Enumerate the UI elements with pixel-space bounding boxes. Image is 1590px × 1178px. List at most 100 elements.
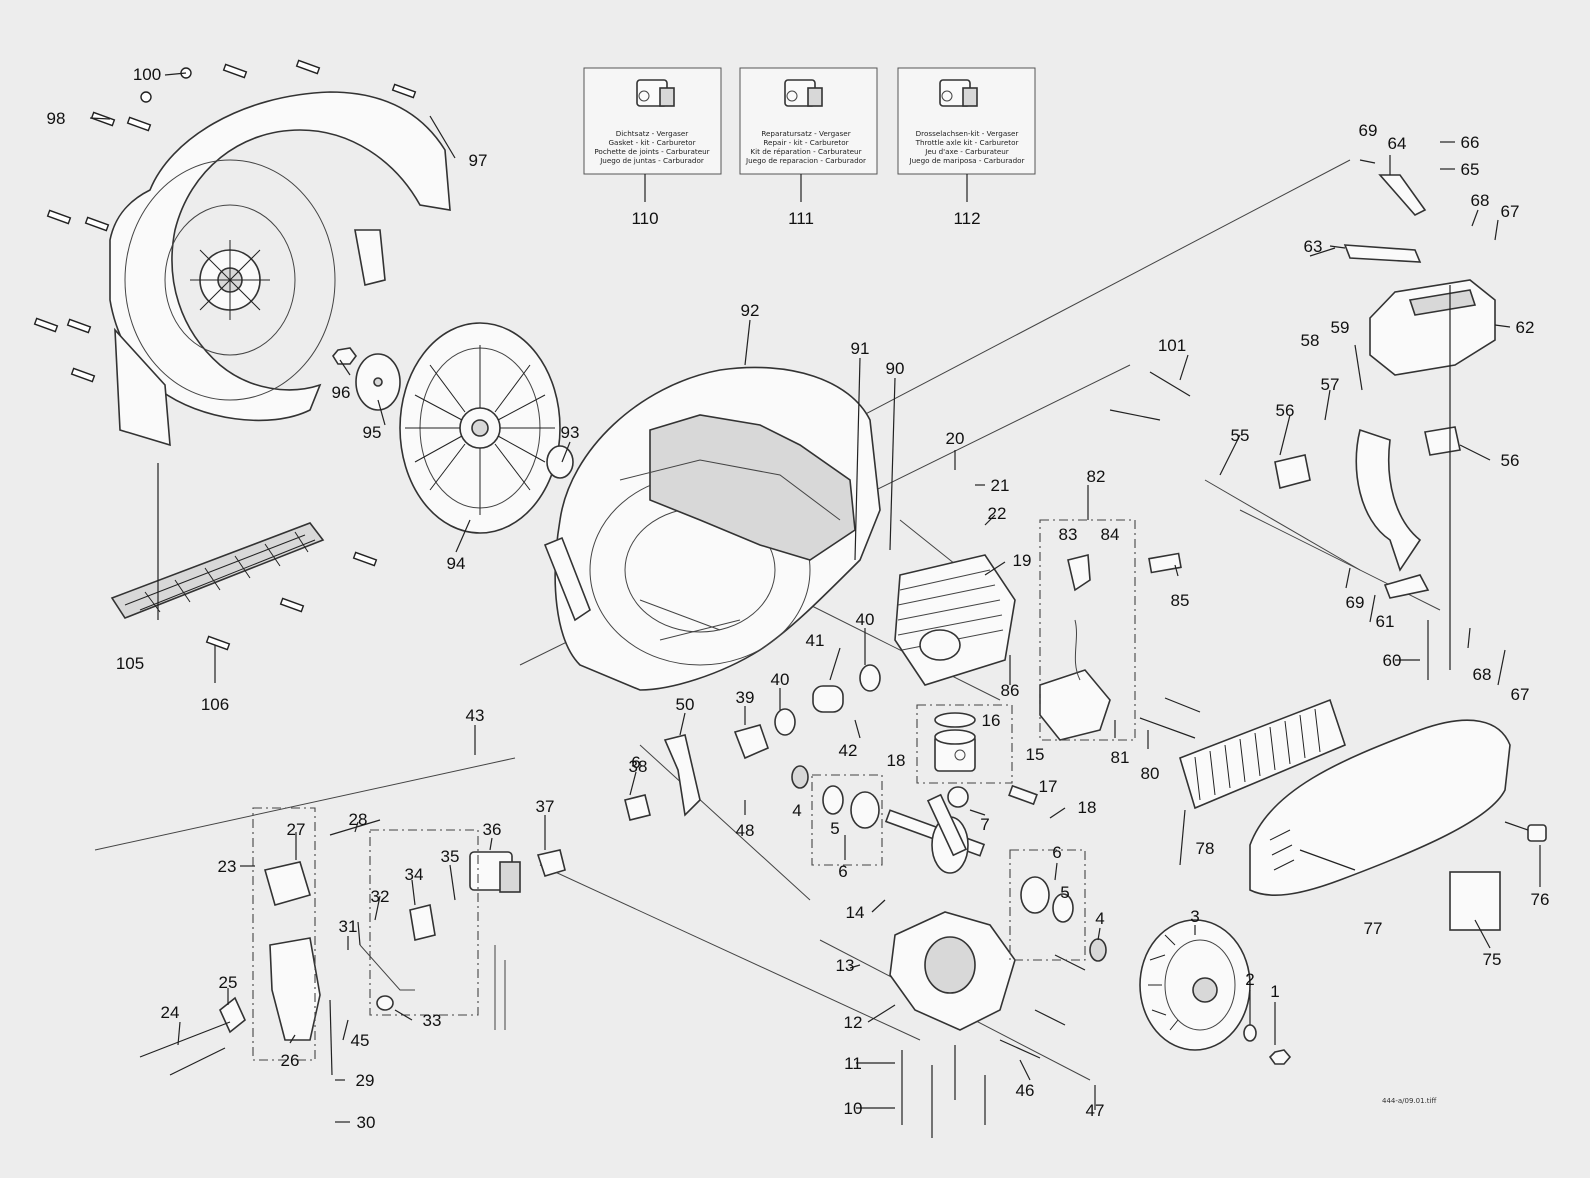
- screw-icon: [352, 551, 378, 567]
- flywheel-nut: [1268, 1049, 1292, 1065]
- callout-34: 34: [405, 865, 424, 884]
- carburetor: [469, 851, 521, 893]
- screw-icon: [1109, 409, 1161, 421]
- callout-17: 17: [1039, 777, 1058, 796]
- callout-56: 56: [1276, 401, 1295, 420]
- callout-27: 27: [287, 820, 306, 839]
- callout-21: 21: [991, 476, 1010, 495]
- callout-4: 4: [1095, 909, 1104, 928]
- leader-lines: [89, 72, 1541, 1123]
- callout-3: 3: [1190, 907, 1199, 926]
- callout-82: 82: [1087, 467, 1106, 486]
- callout-38: 38: [629, 757, 648, 776]
- screw-icon: [1139, 717, 1196, 739]
- screw-icon: [70, 367, 96, 383]
- intake-grille: [110, 522, 325, 619]
- carburetor-icon: [784, 79, 823, 107]
- dash-boxes-engine: [811, 704, 1086, 961]
- cover-screws: [33, 59, 417, 651]
- callout-35: 35: [441, 847, 460, 866]
- carb-bracket: [663, 734, 701, 817]
- callout-85: 85: [1171, 591, 1190, 610]
- flywheel-washer: [1243, 1024, 1257, 1042]
- fan-hub: [546, 445, 574, 479]
- air-filter-element: [1179, 698, 1346, 810]
- callout-40: 40: [856, 610, 875, 629]
- cover-knob: [1504, 821, 1547, 842]
- callout-45: 45: [351, 1031, 370, 1050]
- callout-69: 69: [1359, 121, 1378, 140]
- callout-6: 6: [1052, 843, 1061, 862]
- callout-6: 6: [631, 753, 640, 772]
- spark-plug-cap: [1067, 553, 1091, 592]
- piston-pin: [1008, 784, 1038, 806]
- callout-67: 67: [1501, 202, 1520, 221]
- screw-icon: [33, 317, 59, 333]
- callout-40: 40: [771, 670, 790, 689]
- callout-95: 95: [363, 423, 382, 442]
- screw-icon: [126, 116, 152, 132]
- callout-48: 48: [736, 821, 755, 840]
- bushing: [774, 664, 881, 736]
- kit-line: Drosselachsen-kit - Vergaser: [916, 129, 1019, 138]
- cable: [494, 945, 506, 1030]
- cylinder: [894, 554, 1016, 686]
- callout-92: 92: [741, 301, 760, 320]
- callout-66: 66: [1461, 133, 1480, 152]
- callout-15: 15: [1026, 745, 1045, 764]
- callout-90: 90: [886, 359, 905, 378]
- kit-line: Kit de réparation - Carburateur: [750, 147, 861, 156]
- screw-icon: [295, 59, 321, 75]
- callout-83: 83: [1059, 525, 1078, 544]
- callout-30: 30: [357, 1113, 376, 1132]
- kit-box-112: Drosselachsen-kit - Vergaser Throttle ax…: [897, 67, 1036, 228]
- callout-5: 5: [830, 819, 839, 838]
- callout-37: 37: [536, 797, 555, 816]
- callout-28: 28: [349, 810, 368, 829]
- carb-gasket: [536, 794, 651, 877]
- callout-110: 110: [631, 209, 658, 228]
- callout-94: 94: [447, 554, 466, 573]
- callout-101: 101: [1158, 336, 1186, 355]
- kit-box-110: Dichtsatz - Vergaser Gasket - kit - Carb…: [583, 67, 722, 228]
- callout-60: 60: [1383, 651, 1402, 670]
- carburetor-icon: [636, 79, 675, 107]
- callout-93: 93: [561, 423, 580, 442]
- oil-seal: [791, 765, 1107, 962]
- air-box: [263, 861, 321, 1041]
- kit-line: Dichtsatz - Vergaser: [616, 129, 689, 138]
- callout-76: 76: [1531, 890, 1550, 909]
- callout-47: 47: [1086, 1101, 1105, 1120]
- piston: [934, 729, 976, 772]
- exhaust-pipe: [1355, 428, 1422, 572]
- muffler-bracket: [1343, 174, 1430, 599]
- callout-23: 23: [218, 857, 237, 876]
- callout-67: 67: [1511, 685, 1530, 704]
- callout-22: 22: [988, 504, 1007, 523]
- fan-washer: [355, 353, 401, 411]
- callout-81: 81: [1111, 748, 1130, 767]
- callout-58: 58: [1301, 331, 1320, 350]
- dash-kit-box: [252, 807, 479, 1061]
- crankcase: [889, 911, 1016, 1031]
- callout-75: 75: [1483, 950, 1502, 969]
- kit-line: Juego de mariposa - Carburador: [908, 156, 1024, 165]
- callout-16: 16: [982, 711, 1001, 730]
- muffler-gasket: [1274, 426, 1461, 489]
- callout-77: 77: [1364, 919, 1383, 938]
- callout-56: 56: [1501, 451, 1520, 470]
- callout-68: 68: [1473, 665, 1492, 684]
- fan-impeller: [399, 322, 561, 534]
- main-bearing: [850, 791, 1050, 914]
- callout-80: 80: [1141, 764, 1160, 783]
- callout-1: 1: [1270, 982, 1279, 1001]
- screw-icon: [1164, 697, 1201, 713]
- callout-numbers: 1 2 3 4 4 5 5 6 6 6 7 10 11 12 13 14 15 …: [47, 65, 1550, 1132]
- callout-96: 96: [332, 383, 351, 402]
- flywheel: [1139, 919, 1251, 1051]
- callout-25: 25: [219, 973, 238, 992]
- long-screw: [139, 1021, 231, 1076]
- callout-7: 7: [980, 815, 989, 834]
- primer-bulb: [219, 996, 246, 1034]
- kit-line: Jeu d'axe - Carburateur: [924, 147, 1009, 156]
